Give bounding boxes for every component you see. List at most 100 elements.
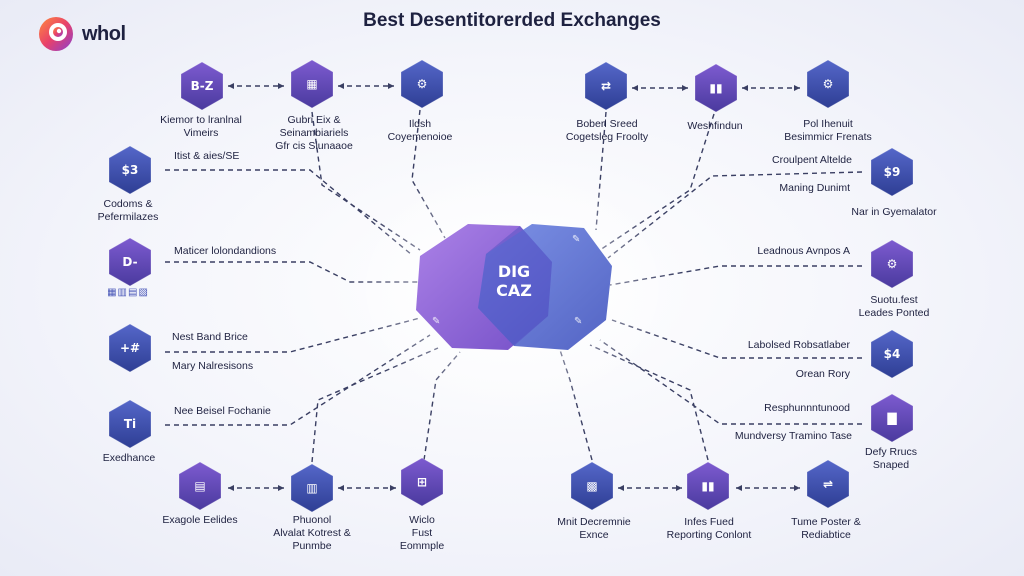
- spoke-label-7: Maning Dunimt: [779, 182, 850, 194]
- node-hex-n11[interactable]: +#: [104, 322, 156, 374]
- node-glyph-n15: ▤: [194, 479, 206, 493]
- node-glyph-n3: ⚙: [416, 77, 428, 91]
- hexagon-icon: [180, 61, 224, 111]
- brand-logo[interactable]: whol: [36, 14, 126, 54]
- spoke-left-1: [165, 169, 413, 256]
- node-glyph-n16: ▥: [306, 481, 318, 495]
- center-hub-glyph: DIG CAZ: [480, 262, 548, 300]
- hexagon-icon: [694, 63, 738, 113]
- brand-name: whol: [82, 22, 126, 45]
- node-hex-n9[interactable]: D-: [104, 236, 156, 288]
- node-glyph-n2: ▦: [306, 77, 318, 91]
- node-hex-n7[interactable]: $3: [104, 144, 156, 196]
- hexagon-icon: [570, 461, 614, 511]
- node-label-n19: Infes Fued Reporting Conlont: [666, 516, 752, 541]
- spoke-label-8: Leadnous Avnpos A: [757, 245, 850, 257]
- node-hex-n3[interactable]: ⚙: [396, 58, 448, 110]
- hexagon-icon: [806, 459, 850, 509]
- spoke-right-4: [599, 339, 862, 425]
- node-glyph-n5: ▮▮: [709, 81, 723, 95]
- node-hex-n1[interactable]: B-Z: [176, 60, 228, 112]
- spoke-label-10: Orean Rory: [795, 368, 850, 380]
- node-label-n16: Phuonol Alvalat Kotrest & Punmbe: [273, 514, 351, 552]
- center-glyph-line2: CAZ: [496, 281, 532, 300]
- center-small-icon-top: ✎: [572, 234, 581, 245]
- node-hex-n13[interactable]: Ti: [104, 398, 156, 450]
- spoke-label-5: Nee Beisel Fochanie: [174, 405, 271, 417]
- spoke-label-1: Itist & aies/SE: [174, 150, 240, 162]
- spoke-label-3: Nest Band Brice: [172, 331, 248, 343]
- hexagon-icon: [108, 145, 152, 195]
- node-label-n6: Pol Ihenuit Besimmicr Frenats: [784, 118, 872, 143]
- spoke-n16: [311, 347, 439, 463]
- node-label-n3: Ildsh Coyemenoioe: [387, 118, 453, 143]
- node-label-n7: Codoms & Pefermilazes: [97, 198, 159, 223]
- node-label-n10: Suotu.fest Leades Ponted: [858, 294, 930, 319]
- spoke-label-11: Resphunnntunood: [764, 402, 850, 414]
- node-label-n15: Exagole Eelides: [162, 514, 238, 526]
- center-overlap: [478, 226, 552, 346]
- node-hex-n5[interactable]: ▮▮: [690, 62, 742, 114]
- hexagon-icon: [290, 463, 334, 513]
- node-hex-n12[interactable]: $4: [866, 328, 918, 380]
- node-label-n20: Tume Poster & Rediabtice: [791, 516, 861, 541]
- hexagon-icon: [686, 461, 730, 511]
- node-hex-n2[interactable]: ▦: [286, 58, 338, 110]
- node-label-n2: Gubri Eix & Seinambiariels Gfr cis Siuna…: [275, 114, 353, 152]
- hexagon-icon: [290, 59, 334, 109]
- node-hex-n20[interactable]: ⇌: [802, 458, 854, 510]
- hexagon-icon: [806, 59, 850, 109]
- node-hex-n10[interactable]: ⚙: [866, 238, 918, 290]
- hexagon-icon: [870, 393, 914, 443]
- spoke-n2: [311, 111, 421, 251]
- node-label-n8: Nar in Gyemalator: [851, 206, 937, 218]
- node-hex-n18[interactable]: ▩: [566, 460, 618, 512]
- node-label-n5: Weshfindun: [687, 120, 743, 132]
- node-glyph-n13: Ti: [123, 417, 137, 431]
- center-small-icon-right: ✎: [574, 316, 583, 327]
- node-hex-n19[interactable]: ▮▮: [682, 460, 734, 512]
- node-label-n13: Exedhance: [102, 452, 156, 464]
- hexagon-icon: [108, 323, 152, 373]
- center-hub: [416, 224, 612, 350]
- node-label-n14: Defy Rrucs Snaped: [865, 446, 917, 471]
- spoke-label-9: Labolsed Robsatlaber: [747, 339, 850, 351]
- hexagon-icon: [870, 329, 914, 379]
- spoke-label-6: Croulpent Altelde: [772, 154, 852, 166]
- node-glyph-n1: B-Z: [190, 79, 214, 93]
- node-hex-n16[interactable]: ▥: [286, 462, 338, 514]
- node-glyph-n4: ⇄: [600, 79, 612, 93]
- node-glyph-n8: $9: [883, 165, 901, 179]
- node-glyph-n11: +#: [119, 341, 141, 355]
- connector-arrowheads: [228, 83, 800, 491]
- node-glyph-n12: $4: [883, 347, 901, 361]
- node-glyph-n19: ▮▮: [701, 479, 715, 493]
- node-label-n17: Wiclo Fust Eommple: [399, 514, 445, 552]
- node-n9-caption-glyphs: ▦▥▤▧: [107, 287, 149, 298]
- hexagon-icon: [400, 59, 444, 109]
- node-label-n4: Boberl Sreed Cogetsleg Froolty: [565, 118, 649, 143]
- node-glyph-n10: ⚙: [886, 257, 898, 271]
- hexagon-icon: [870, 239, 914, 289]
- spoke-left-2: [165, 261, 420, 283]
- node-glyph-n7: $3: [121, 163, 139, 177]
- node-glyph-n6: ⚙: [822, 77, 834, 91]
- center-small-icon-left: ✎: [432, 316, 441, 327]
- hexagon-icon: [108, 237, 152, 287]
- spoke-label-12: Mundversy Tramino Tase: [734, 430, 852, 442]
- node-hex-n6[interactable]: ⚙: [802, 58, 854, 110]
- spoke-label-4: Mary Nalresisons: [172, 360, 254, 372]
- node-hex-n17[interactable]: ⊞: [396, 456, 448, 508]
- node-label-n18: Mnit Decremnie Exnce: [557, 516, 631, 541]
- node-hex-n15[interactable]: ▤: [174, 460, 226, 512]
- center-glyph-line1: DIG: [497, 262, 531, 281]
- spiral-logo-icon: [39, 17, 73, 51]
- spoke-n4: [595, 111, 607, 231]
- node-glyph-n14: ▇: [887, 411, 897, 425]
- node-hex-n14[interactable]: ▇: [866, 392, 918, 444]
- hexagon-icon: [108, 399, 152, 449]
- node-hex-n8[interactable]: $9: [866, 146, 918, 198]
- spoke-label-2: Maticer lolondandions: [174, 245, 277, 257]
- node-hex-n4[interactable]: ⇄: [580, 60, 632, 112]
